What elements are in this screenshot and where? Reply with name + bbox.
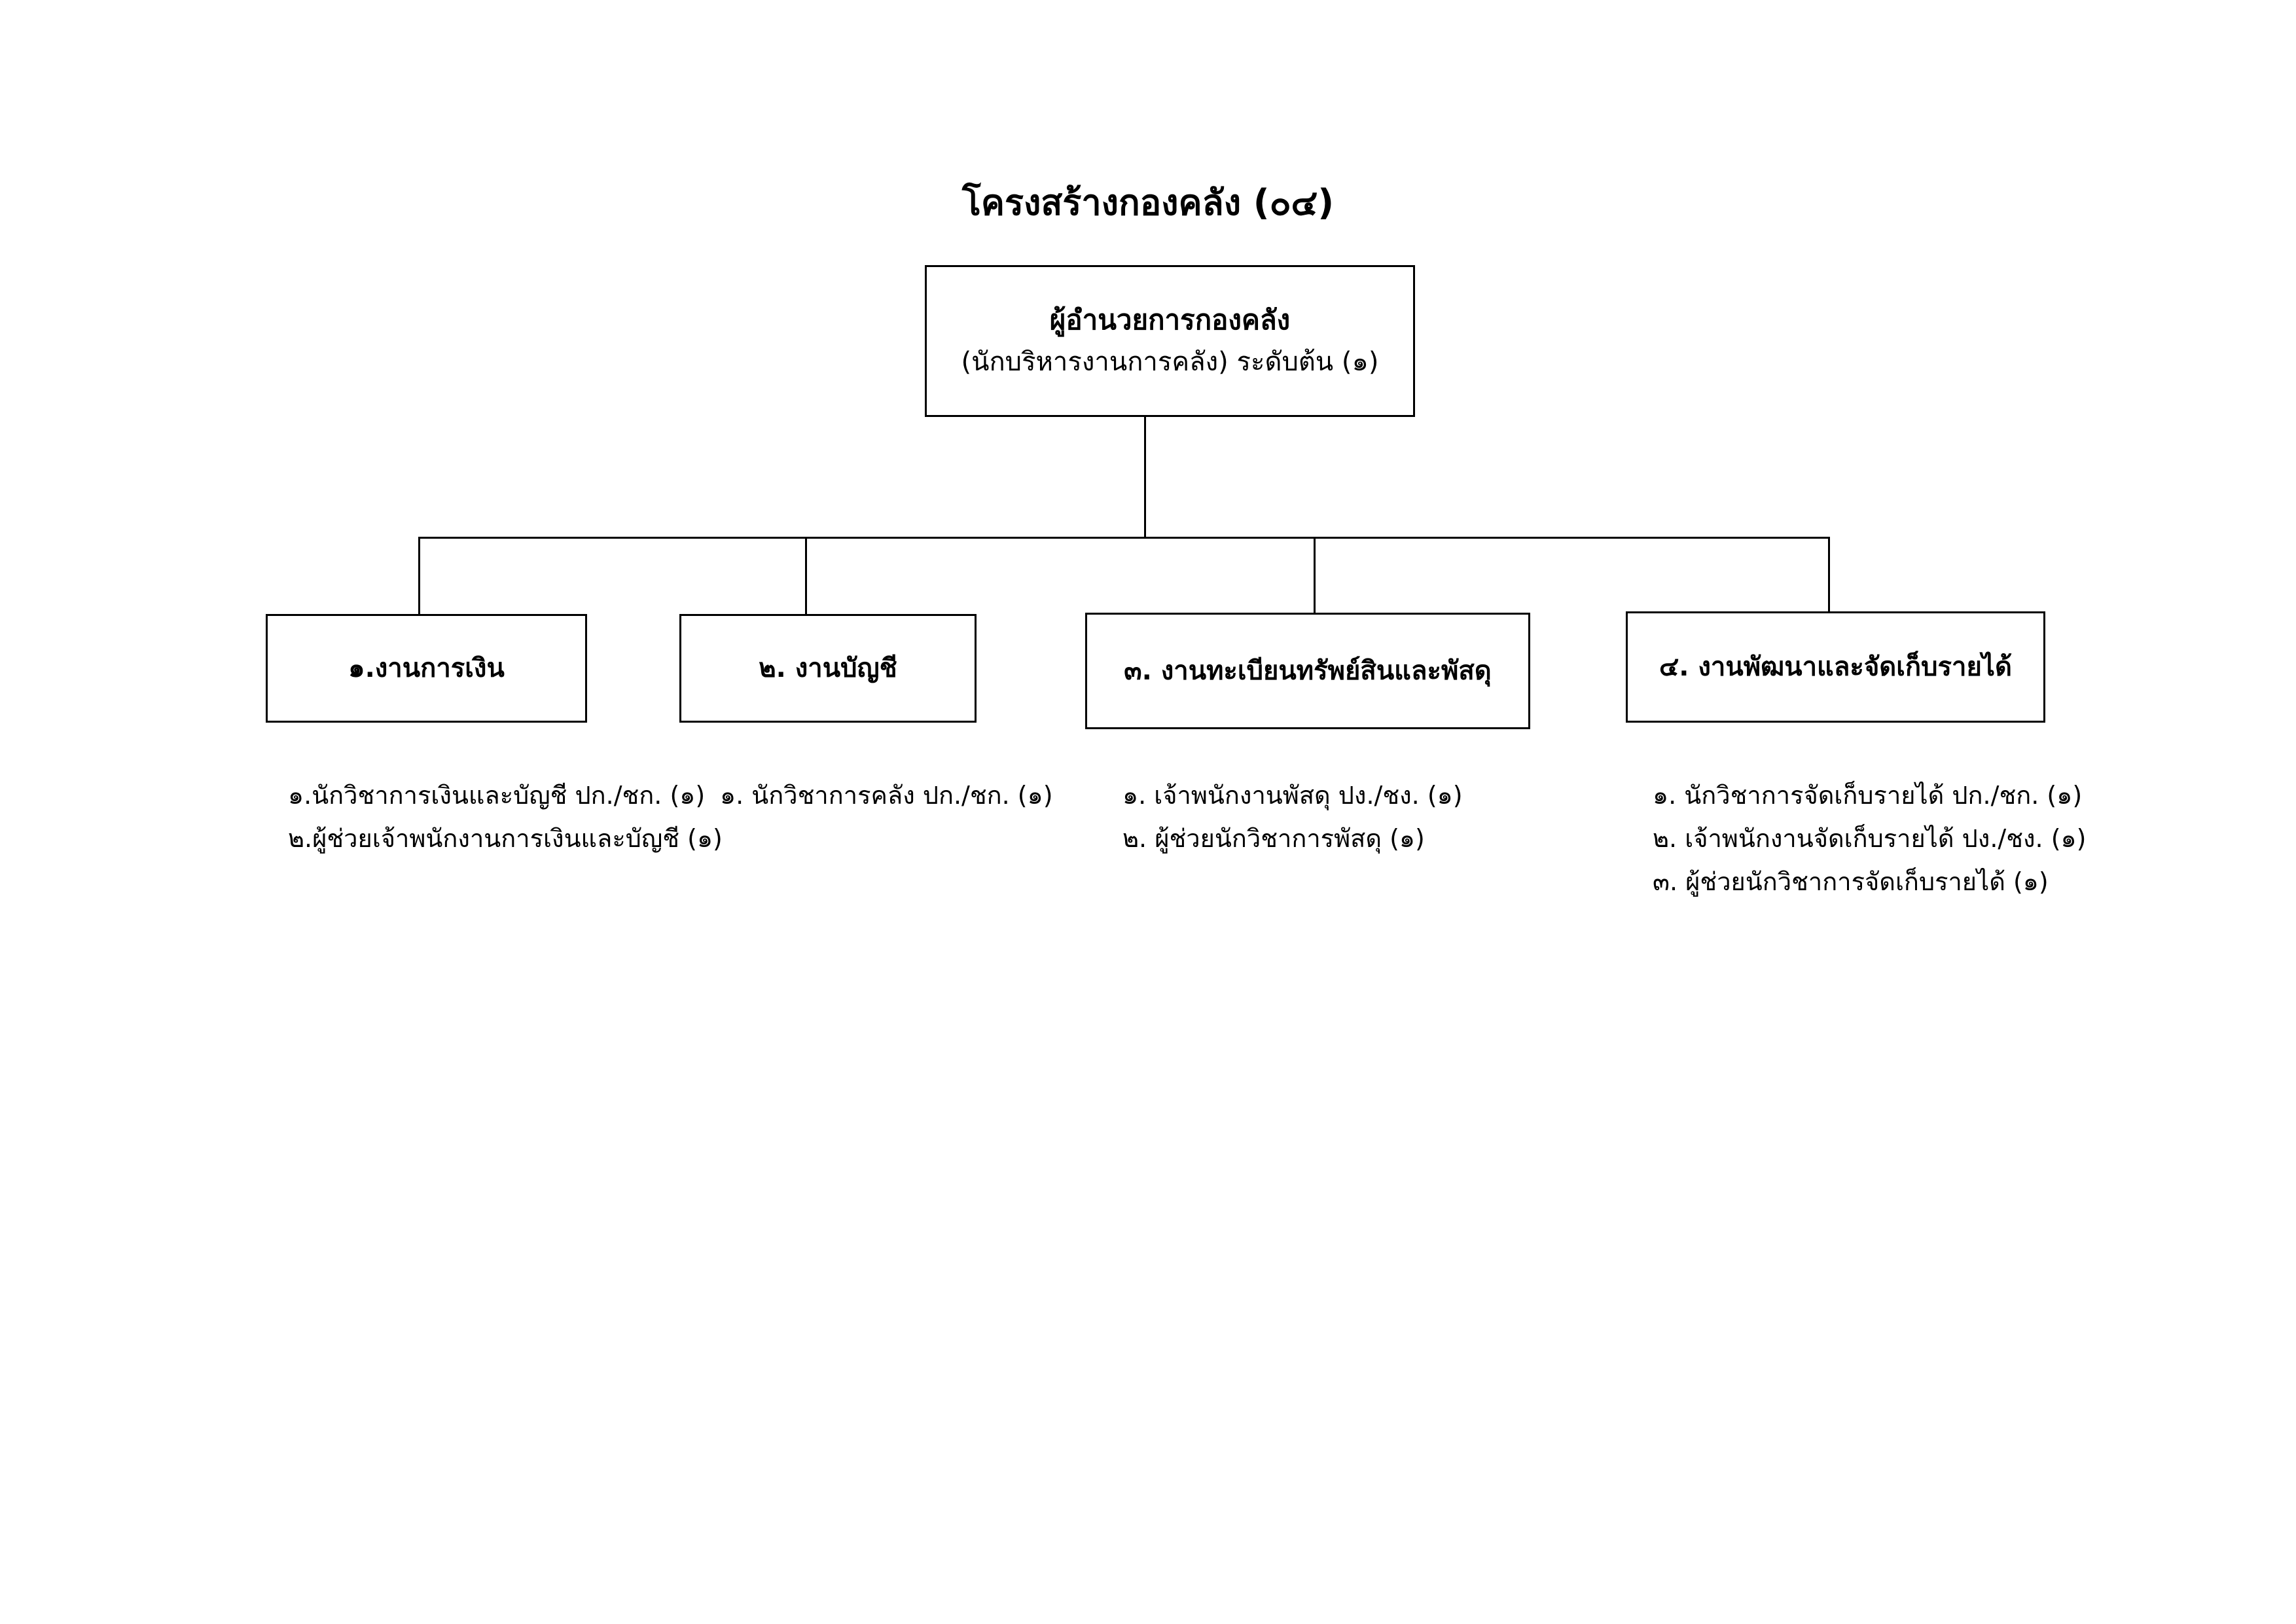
unit-label: ๔. งานพัฒนาและจัดเก็บรายได้ [1659,652,2012,682]
connector-trunk [1144,417,1146,537]
staff-list-revenue: ๑. นักวิชาการจัดเก็บรายได้ ปก./ชก. (๑) ๒… [1653,774,2086,903]
list-item: ๑. นักวิชาการจัดเก็บรายได้ ปก./ชก. (๑) [1653,781,2083,810]
connector-bus [418,537,1830,539]
connector-unit-3 [1314,537,1316,614]
connector-unit-2 [805,537,807,614]
staff-list-accounting: ๑. นักวิชาการคลัง ปก./ชก. (๑) [720,774,1053,817]
unit-box-finance: ๑.งานการเงิน [266,614,587,723]
unit-box-assets-supplies: ๓. งานทะเบียนทรัพย์สินและพัสดุ [1085,613,1530,729]
list-item: ๑. เจ้าพนักงานพัสดุ ปง./ชง. (๑) [1122,781,1463,810]
unit-label: ๑.งานการเงิน [348,653,505,683]
connector-unit-4 [1828,537,1830,614]
list-item: ๒. เจ้าพนักงานจัดเก็บรายได้ ปง./ชง. (๑) [1653,824,2087,853]
staff-list-assets-supplies: ๑. เจ้าพนักงานพัสดุ ปง./ชง. (๑) ๒. ผู้ช่… [1122,774,1463,860]
unit-box-accounting: ๒. งานบัญชี [679,614,977,723]
page-title: โครงสร้างกองคลัง (๐๔) [961,182,1335,223]
director-position: (นักบริหารงานการคลัง) ระดับต้น (๑) [961,347,1379,377]
list-item: ๑. นักวิชาการคลัง ปก./ชก. (๑) [720,781,1053,810]
list-item: ๒. ผู้ช่วยนักวิชาการพัสดุ (๑) [1122,824,1425,853]
unit-box-revenue: ๔. งานพัฒนาและจัดเก็บรายได้ [1626,611,2045,723]
unit-label: ๒. งานบัญชี [759,653,897,683]
director-box: ผู้อำนวยการกองคลัง (นักบริหารงานการคลัง)… [925,265,1415,417]
list-item: ๑.นักวิชาการเงินและบัญชี ปก./ชก. (๑) [288,781,706,810]
list-item: ๒.ผู้ช่วยเจ้าพนักงานการเงินและบัญชี (๑) [288,824,723,853]
director-title: ผู้อำนวยการกองคลัง [1049,304,1291,336]
connector-unit-1 [418,537,420,614]
list-item: ๓. ผู้ช่วยนักวิชาการจัดเก็บรายได้ (๑) [1653,867,2049,896]
unit-label: ๓. งานทะเบียนทรัพย์สินและพัสดุ [1124,656,1492,686]
staff-list-finance: ๑.นักวิชาการเงินและบัญชี ปก./ชก. (๑) ๒.ผ… [288,774,723,860]
